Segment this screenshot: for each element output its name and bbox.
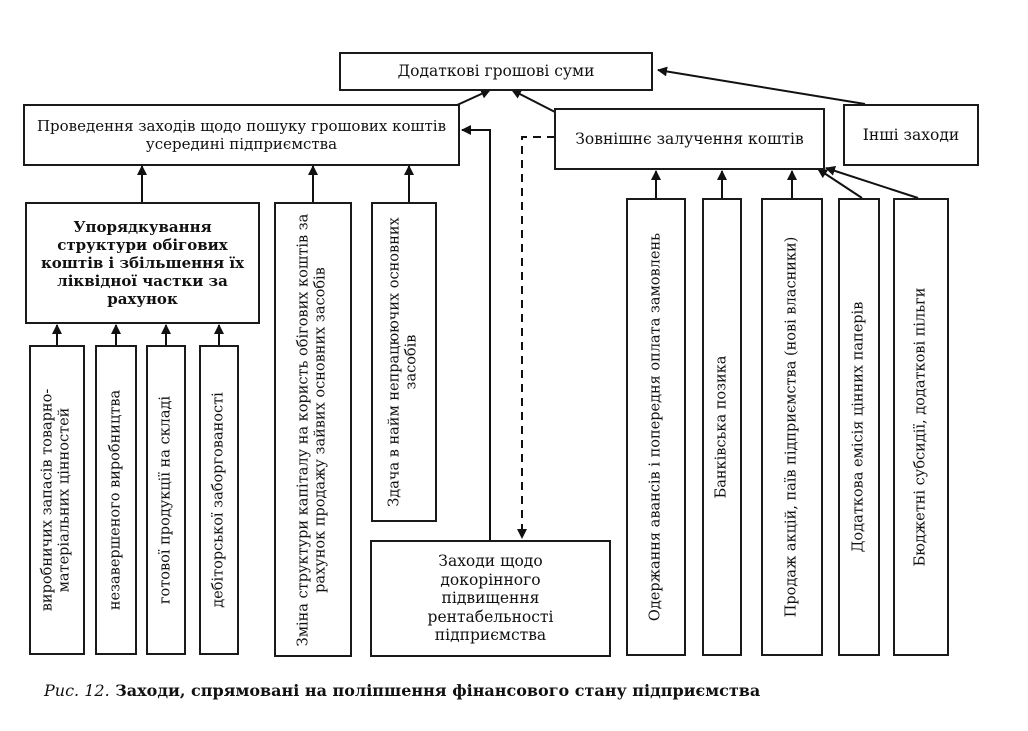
capital-change-box: Зміна структури капіталу на користь обіг… (274, 202, 352, 657)
arrow-internal-to-top (454, 89, 491, 107)
left-item-1-box: виробничих запасів товарно-матеріальних … (29, 345, 85, 655)
external-item-2-box: Банківська позика (702, 198, 742, 656)
other-box: Інші заходи (843, 104, 979, 166)
external-item-1-label: Одержання авансів і попередня оплата зам… (647, 232, 664, 622)
capital-change-label: Зміна структури капіталу на користь обіг… (295, 213, 329, 646)
arrow-external-to-top (511, 89, 556, 113)
structure-label: Упорядкування структури обігових коштів … (40, 218, 245, 308)
internal-label: Проведення заходів щодо пошуку грошових … (36, 117, 447, 153)
left-item-2-box: незавершеного виробництва (95, 345, 137, 655)
figure-caption: Рис. 12. Заходи, спрямовані на поліпшенн… (44, 681, 760, 700)
internal-box: Проведення заходів щодо пошуку грошових … (23, 104, 460, 166)
left-item-2-label: незавершеного виробництва (107, 389, 124, 611)
external-item-3-box: Продаж акцій, паїв підприємства (нові вл… (761, 198, 823, 656)
arrow-profitability-to-internal (461, 125, 491, 540)
external-item-4-label: Додаткова емісія цінних паперів (850, 301, 867, 553)
left-item-3-label: готової продукції на складі (157, 395, 174, 605)
dashed-arrow-external-to-profitability (517, 136, 555, 539)
structure-box: Упорядкування структури обігових коштів … (25, 202, 260, 324)
arrow-ext5-to-external (825, 166, 919, 199)
profitability-box: Заходи щодо докорінного підвищення рента… (370, 540, 611, 657)
left-item-4-label: дебіторської заборгованості (210, 392, 227, 608)
external-box: Зовнішнє залучення коштів (554, 108, 825, 170)
left-item-1-label: виробничих запасів товарно-матеріальних … (39, 388, 73, 612)
rent-out-box: Здача в найм непрацюючих основних засобі… (371, 202, 437, 522)
other-label: Інші заходи (862, 125, 960, 144)
top-label: Додаткові грошові суми (397, 62, 595, 81)
rent-out-label: Здача в найм непрацюючих основних засобі… (386, 217, 420, 507)
external-item-2-label: Банківська позика (713, 355, 730, 499)
external-item-5-box: Бюджетні субсидії, додаткові пільги (893, 198, 949, 656)
profitability-label: Заходи щодо докорінного підвищення рента… (427, 552, 554, 645)
external-item-5-label: Бюджетні субсидії, додаткові пільги (912, 287, 929, 567)
external-item-4-box: Додаткова емісія цінних паперів (838, 198, 880, 656)
external-item-1-box: Одержання авансів і попередня оплата зам… (626, 198, 686, 656)
left-item-4-box: дебіторської заборгованості (199, 345, 239, 655)
caption-prefix: Рис. 12. (44, 681, 110, 700)
top-box: Додаткові грошові суми (339, 52, 653, 91)
caption-text: Заходи, спрямовані на поліпшення фінансо… (115, 681, 761, 700)
external-label: Зовнішнє залучення коштів (575, 129, 804, 148)
left-item-3-box: готової продукції на складі (146, 345, 186, 655)
arrow-other-to-top (657, 66, 866, 105)
external-item-3-label: Продаж акцій, паїв підприємства (нові вл… (783, 236, 800, 618)
